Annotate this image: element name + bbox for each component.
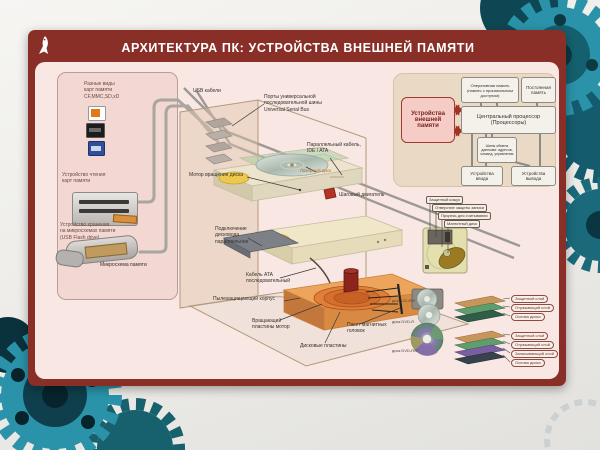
usb-ports-graphic <box>205 117 233 165</box>
rom-box: Постоянная память <box>521 77 556 103</box>
ram-box: Оперативная память (память с произвольны… <box>461 77 519 103</box>
disc-label-dvdr: диск DVD-R <box>392 319 415 324</box>
cd-layer-protective: Защитный слой <box>511 295 549 304</box>
sd-card-icon <box>88 106 106 121</box>
gear-right-middle <box>552 177 600 273</box>
ide-ribbon-graphic <box>222 229 300 259</box>
platter-motor-label: Вращающий пластины мотор <box>252 318 290 331</box>
platters-label: Дисковые пластины <box>300 343 347 349</box>
bus-box: Шины обмена данными: адресов, команд, уп… <box>477 137 517 163</box>
dust-case-label: Пылезащищающий корпус <box>213 296 275 302</box>
laser-disc-label: Лазерный диск <box>300 168 332 173</box>
cards-caption: Разные виды карт памяти CF,MMC,SD,xD <box>84 81 120 100</box>
cd-layer-stack-graphic <box>453 295 511 323</box>
owl-logo-icon <box>36 35 54 59</box>
cpu-box: Центральный процессор (Процессоры) <box>461 106 556 134</box>
output-devices-box: Устройства вывода <box>511 166 556 186</box>
heads-label: Пакет магнитных головок <box>347 322 387 335</box>
chip-label: Микросхема памяти <box>100 262 147 268</box>
parallel-cable-label: Параллельный кабель, IDE / ATA <box>307 142 361 155</box>
floppy-label-jacket: Защитный кожух <box>426 196 464 204</box>
floppy-label-read-slot: Прорезь для считывания <box>438 212 491 220</box>
disc-motor-label: Мотор вращения диска <box>189 172 244 178</box>
poster-title: АРХИТЕКТУРА ПК: УСТРОЙСТВА ВНЕШНЕЙ ПАМЯТ… <box>121 41 475 55</box>
dvd-layer-base: Основа диска <box>511 359 545 368</box>
disc-label-dvdrw: диск DVD-RW <box>392 348 418 353</box>
discs-graphic <box>410 288 444 356</box>
usb-cables-graphic <box>134 98 220 254</box>
sd-card-blue-icon <box>88 141 105 156</box>
usb-cables-label: USB кабели <box>193 88 221 94</box>
cd-layer-reflective: Отражающий слой <box>511 304 555 313</box>
floppy-label-write-protect: Отверстие защиты записи <box>432 204 487 212</box>
diagram-red-arrows <box>451 104 464 137</box>
usb-ports-label: Порты универсальной последовательной шин… <box>264 94 322 113</box>
external-memory-box: Устройства внешней памяти <box>401 97 455 143</box>
dvd-layer-reflective: Отражающий слой <box>511 341 555 350</box>
input-devices-box: Устройства ввода <box>461 166 503 186</box>
floppy-label-magnetic-disk: Магнитный диск <box>444 220 481 228</box>
reader-caption: Устройство чтения карт памяти <box>62 172 106 185</box>
card-reader-image <box>72 192 138 226</box>
dvd-layer-recording: Записывающий слой <box>511 350 558 359</box>
stepper-motor-label: Шаговый двигатель <box>339 192 385 198</box>
flash-caption: Устройство хранения на микросхемах памят… <box>60 222 116 241</box>
ata-cable-label: Кабель ATA последовательный <box>246 272 291 285</box>
dvd-layer-protective: Защитный слой <box>511 332 549 341</box>
disc-label-cdrw: диск CD-RW <box>392 298 416 303</box>
hdd-heads-graphic <box>365 283 404 315</box>
cf-card-icon <box>86 123 105 138</box>
floppy-graphic <box>422 203 468 274</box>
gear-outline-bottom-right <box>544 399 600 450</box>
dvd-layer-stack-graphic <box>453 330 511 365</box>
parallel-connect-label: Подключение дисковода параллельное <box>215 226 249 245</box>
cd-drive-open-graphic <box>212 146 364 202</box>
cd-layer-base: Основа диска <box>511 313 545 322</box>
